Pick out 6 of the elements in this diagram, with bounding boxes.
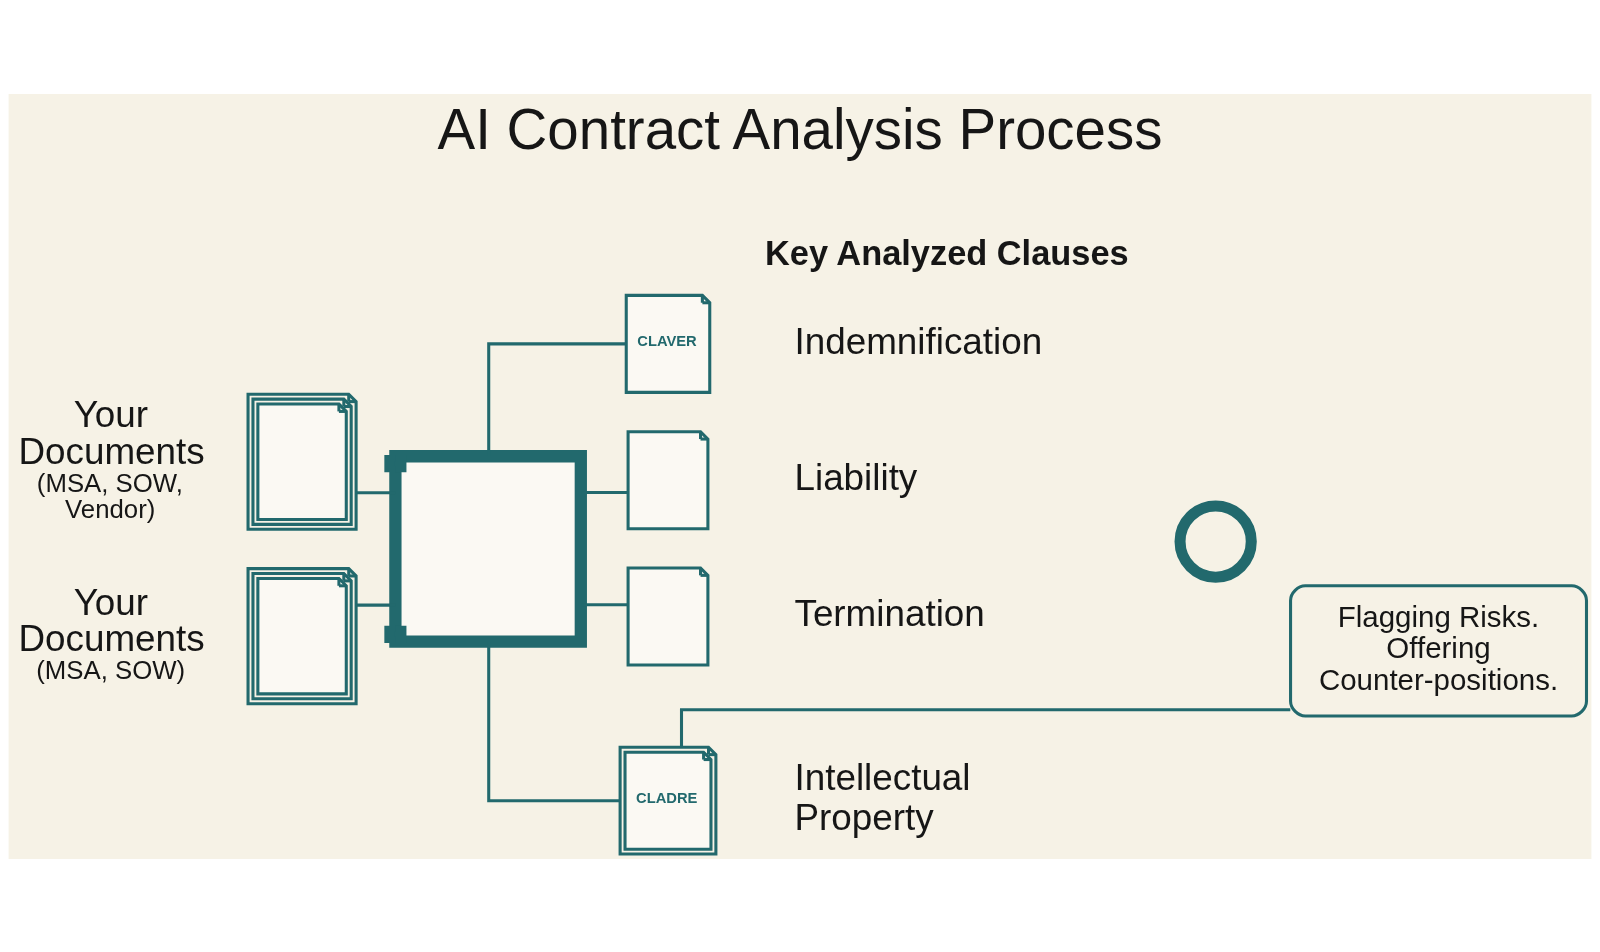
diagram-title: AI Contract Analysis Process xyxy=(437,97,1163,161)
label: Key Analyzed Clauses xyxy=(765,233,1129,272)
node-label: Termination xyxy=(794,592,985,634)
node-label: Liability xyxy=(794,456,918,498)
node-label: Intellectual Property xyxy=(794,756,971,838)
node-label: Indemnification xyxy=(794,320,1043,362)
